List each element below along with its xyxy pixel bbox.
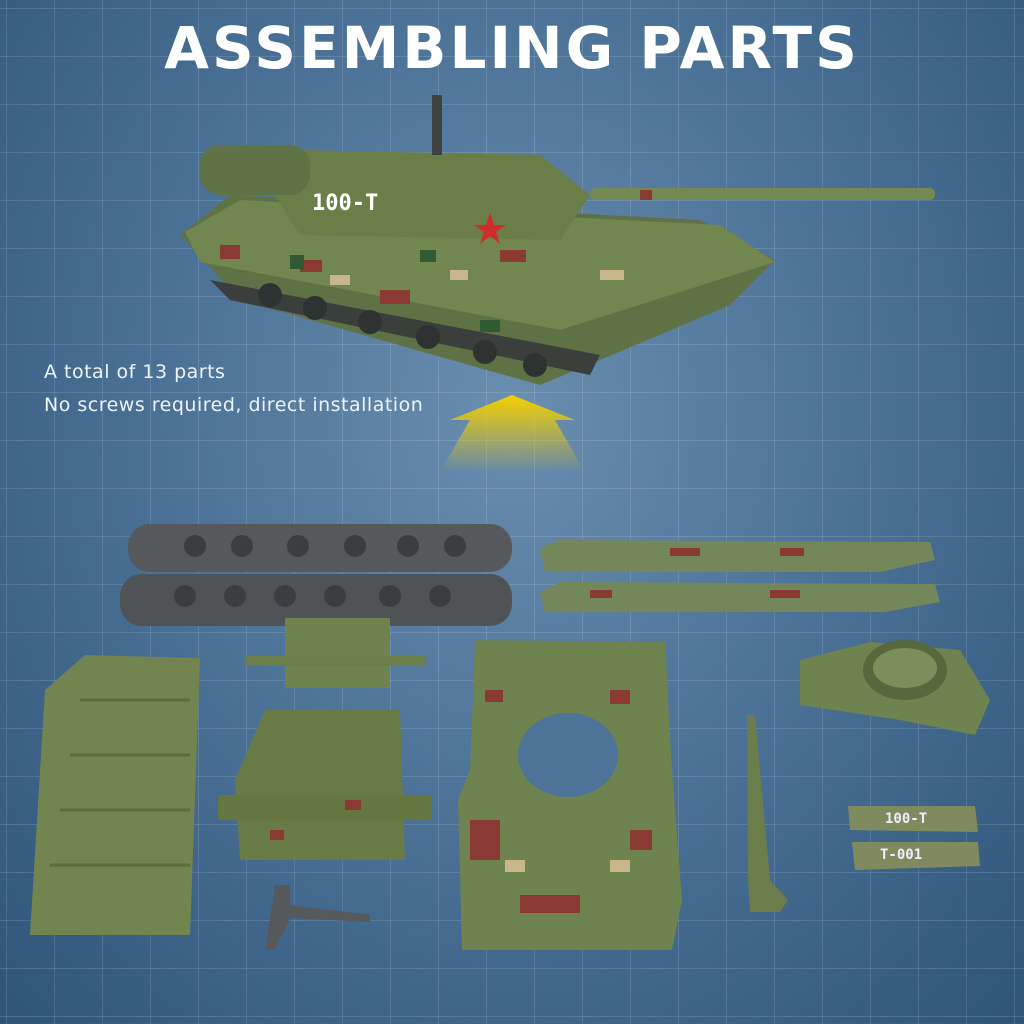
side-skirt-part [540, 540, 940, 612]
red-star-icon [474, 213, 506, 244]
parts-count-text: A total of 13 parts [44, 361, 226, 383]
page-title: ASSEMBLING PARTS [164, 14, 860, 82]
decal-plate-2: T-001 [852, 842, 980, 870]
turret-ring-part [800, 640, 990, 735]
machine-gun-part [265, 885, 370, 950]
gun-barrel-part [747, 715, 788, 912]
hull-front-part [218, 618, 432, 860]
track-part [120, 524, 512, 626]
installation-text: No screws required, direct installation [44, 394, 424, 416]
assembled-tank: 100-T [180, 95, 935, 385]
svg-text:100-T: 100-T [885, 811, 927, 827]
decal-plate-1: 100-T [848, 806, 978, 832]
svg-text:T-001: T-001 [880, 847, 922, 863]
arrow-up-icon [440, 395, 585, 472]
hull-body-part [458, 640, 682, 950]
engine-deck-part [30, 655, 200, 935]
tank-marking: 100-T [312, 191, 378, 216]
